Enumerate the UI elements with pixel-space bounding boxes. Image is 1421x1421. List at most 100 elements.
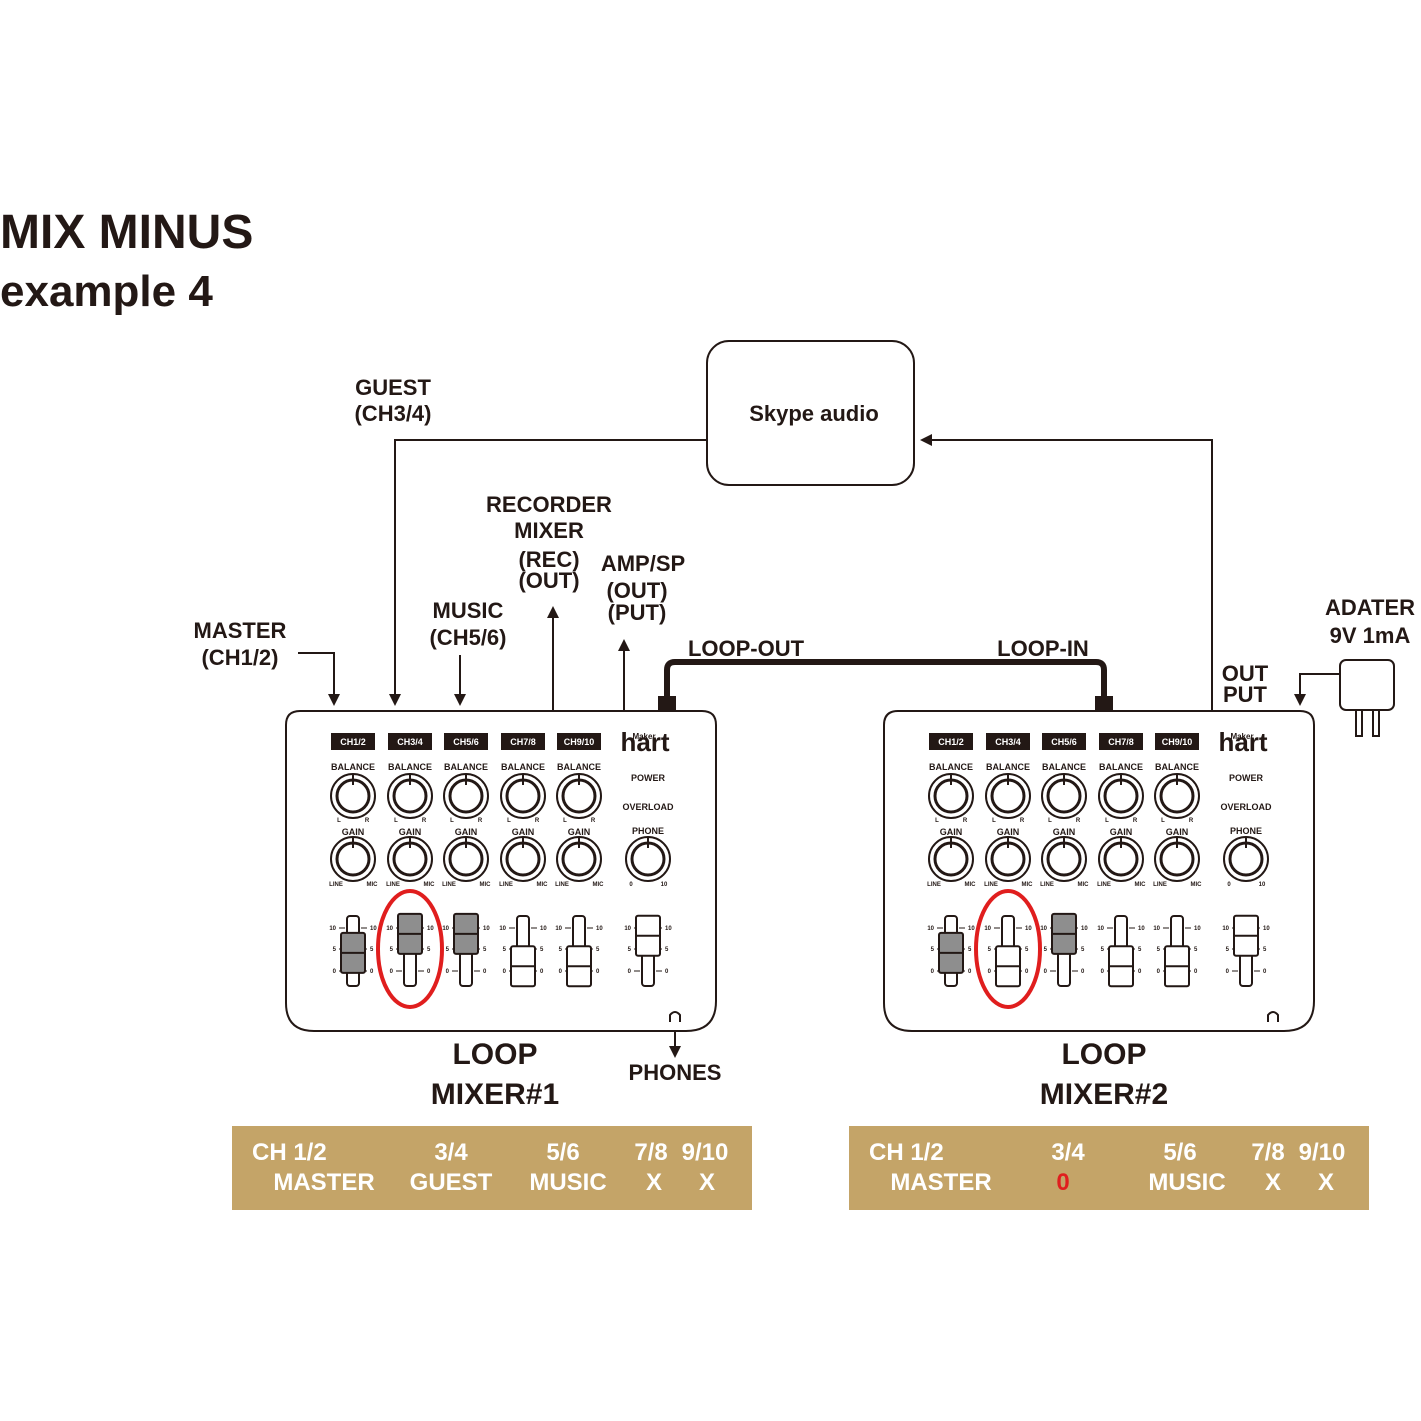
band1-ch78: 7/8 <box>634 1139 667 1166</box>
gain-mic-label: MIC <box>1135 882 1147 888</box>
balance-label: BALANCE <box>929 762 973 772</box>
fader-scale-label: 10 <box>665 926 672 932</box>
music-channel-label: (CH5/6) <box>429 625 506 650</box>
gain-line-label: LINE <box>499 882 513 888</box>
assignment-band-1: CH 1/2 3/4 5/6 7/8 9/10 MASTER GUEST MUS… <box>232 1126 752 1210</box>
fader-scale-label: 0 <box>390 969 394 975</box>
balance-label: BALANCE <box>1099 762 1143 772</box>
gain-line-label: LINE <box>927 882 941 888</box>
balance-l-label: L <box>992 818 996 824</box>
fader-scale-label: 10 <box>1194 926 1201 932</box>
fader-scale-label: 5 <box>1025 947 1029 953</box>
fader-scale-label: 5 <box>1101 947 1105 953</box>
band2-x910: X <box>1318 1169 1334 1196</box>
band2-ch56: 5/6 <box>1163 1139 1196 1166</box>
music-label: MUSIC <box>433 598 504 623</box>
band1-master: MASTER <box>273 1169 374 1196</box>
mixer1-name-line2: MIXER#1 <box>431 1078 559 1111</box>
balance-r-label: R <box>365 818 370 824</box>
band1-background <box>232 1126 752 1210</box>
fader-scale-label: 0 <box>1138 969 1142 975</box>
channel-tag <box>501 733 545 750</box>
channel-tag-label: CH3/4 <box>397 737 423 747</box>
out-label: OUT <box>1222 661 1269 686</box>
fader-scale-label: 5 <box>1194 947 1198 953</box>
band2-ch34: 3/4 <box>1051 1139 1085 1166</box>
guest-channel-label: (CH3/4) <box>354 401 431 426</box>
balance-r-label: R <box>422 818 427 824</box>
channel-tag-label: CH9/10 <box>1162 737 1193 747</box>
fader-scale-label: 10 <box>984 926 991 932</box>
fader-scale-label: 10 <box>624 926 631 932</box>
fader-scale-label: 0 <box>1025 969 1029 975</box>
fader-scale-label: 5 <box>333 947 337 953</box>
channel-tag-label: CH5/6 <box>453 737 479 747</box>
mixer1-name-line1: LOOP <box>452 1038 537 1071</box>
amp-out-label: (OUT) <box>606 578 667 603</box>
gain-line-label: LINE <box>1153 882 1167 888</box>
loop-cable <box>664 659 1107 700</box>
band2-x78: X <box>1265 1169 1281 1196</box>
gain-mic-label: MIC <box>1022 882 1034 888</box>
gain-line-label: LINE <box>555 882 569 888</box>
phone-min-label: 0 <box>629 882 633 888</box>
channel-tag-label: CH1/2 <box>340 737 366 747</box>
channel-tag-label: CH5/6 <box>1051 737 1077 747</box>
fader-scale-label: 0 <box>968 969 972 975</box>
phone-label: PHONE <box>632 826 664 836</box>
fader-scale-label: 10 <box>386 926 393 932</box>
fader-scale-label: 5 <box>968 947 972 953</box>
recorder-label: RECORDER <box>486 492 612 517</box>
band2-ch78: 7/8 <box>1251 1139 1284 1166</box>
fader-scale-label: 5 <box>483 947 487 953</box>
recorder-rec-label: (REC) <box>518 547 579 572</box>
channel-tag <box>331 733 375 750</box>
adapter-line <box>1294 673 1340 706</box>
amp-put-label: (PUT) <box>608 600 667 625</box>
fader-scale-label: 5 <box>370 947 374 953</box>
balance-l-label: L <box>935 818 939 824</box>
gain-line-label: LINE <box>984 882 998 888</box>
fader-scale-label: 0 <box>931 969 935 975</box>
hart-logo: hart <box>1218 727 1267 757</box>
fader-scale-label: 5 <box>1263 947 1267 953</box>
fader-scale-label: 10 <box>442 926 449 932</box>
balance-l-label: L <box>337 818 341 824</box>
channel-tag <box>1155 733 1199 750</box>
fader-scale-label: 0 <box>503 969 507 975</box>
gain-mic-label: MIC <box>424 882 436 888</box>
gain-mic-label: MIC <box>367 882 379 888</box>
fader-scale-label: 5 <box>1226 947 1230 953</box>
band2-ch12: CH 1/2 <box>869 1139 944 1166</box>
fader-scale-label: 0 <box>988 969 992 975</box>
headphone-icon <box>669 1011 681 1022</box>
gain-label: GAIN <box>568 827 591 837</box>
fader-scale-label: 0 <box>370 969 374 975</box>
headphone-icon <box>1267 1011 1279 1022</box>
gain-label: GAIN <box>940 827 963 837</box>
fader-scale-label: 0 <box>596 969 600 975</box>
balance-r-label: R <box>1076 818 1081 824</box>
diagram-title: MIX MINUS <box>0 206 253 259</box>
balance-label: BALANCE <box>1155 762 1199 772</box>
balance-r-label: R <box>1189 818 1194 824</box>
fader-scale-label: 5 <box>559 947 563 953</box>
amp-label: AMP/SP <box>601 551 685 576</box>
guest-label: GUEST <box>355 375 431 400</box>
balance-label: BALANCE <box>444 762 488 772</box>
gain-label: GAIN <box>997 827 1020 837</box>
channel-tag-label: CH3/4 <box>995 737 1021 747</box>
fader-scale-label: 5 <box>1081 947 1085 953</box>
band2-background <box>849 1126 1369 1210</box>
fader-scale-label: 0 <box>1194 969 1198 975</box>
logo-maker: Maker <box>1230 732 1253 741</box>
fader-scale-label: 10 <box>1040 926 1047 932</box>
balance-label: BALANCE <box>331 762 375 772</box>
balance-r-label: R <box>963 818 968 824</box>
channel-tag <box>557 733 601 750</box>
skype-return-line <box>920 434 1213 710</box>
gain-label: GAIN <box>512 827 535 837</box>
balance-l-label: L <box>507 818 511 824</box>
